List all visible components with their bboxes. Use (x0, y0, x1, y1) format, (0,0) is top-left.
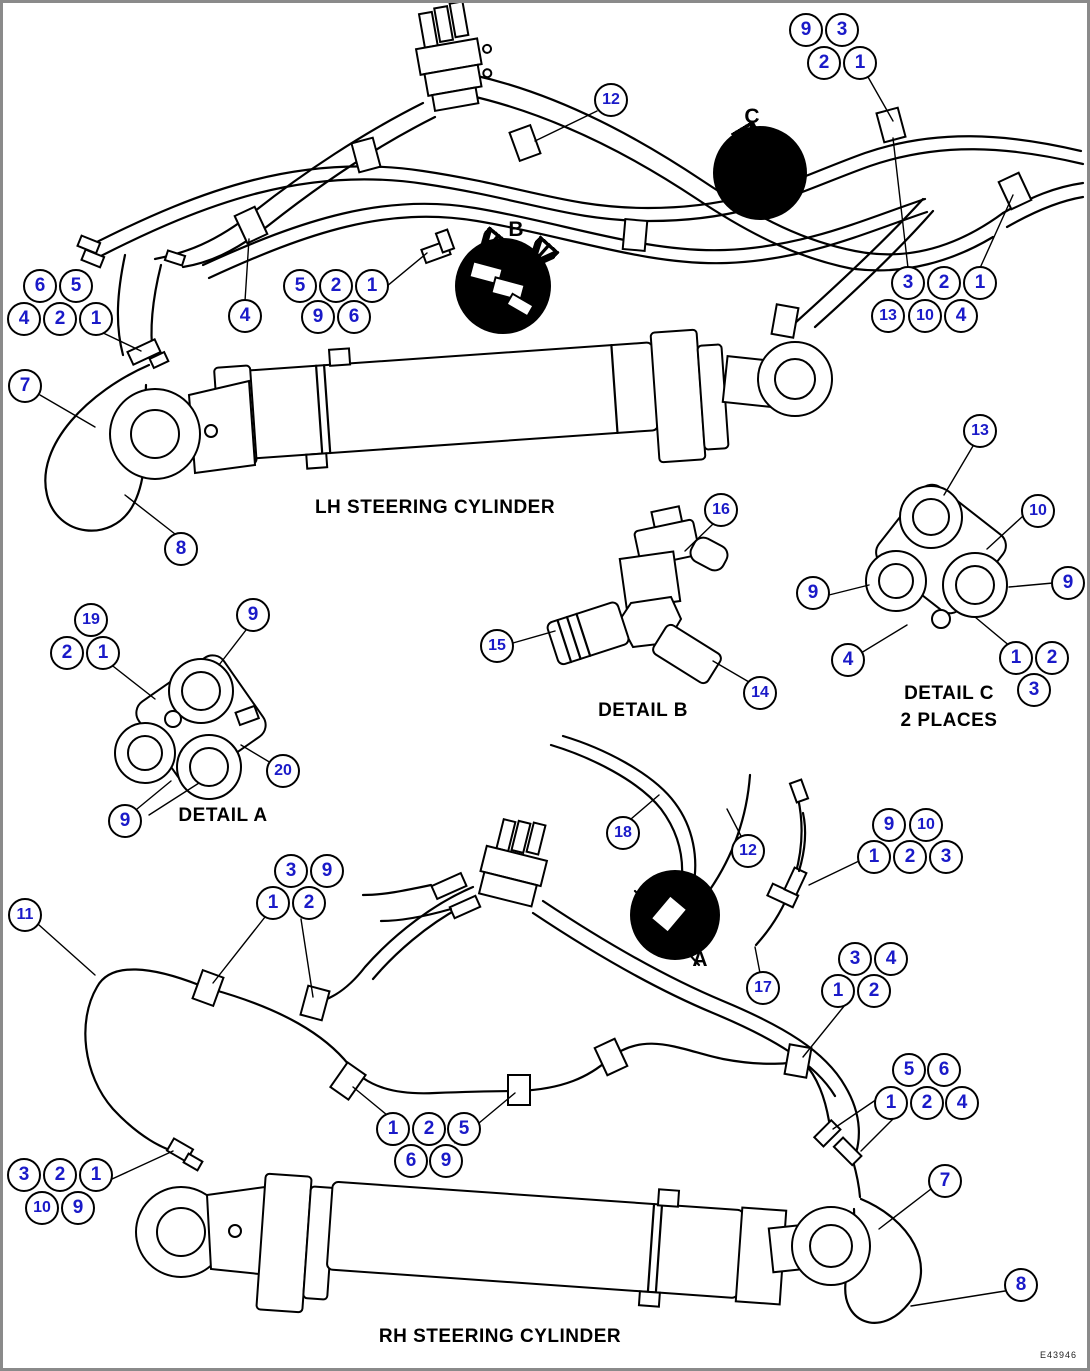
callout-balloon[interactable]: 6 (23, 269, 57, 303)
callout-balloon[interactable]: 1 (874, 1086, 908, 1120)
detail-a-art (114, 654, 267, 800)
detail-b-art (546, 505, 729, 685)
callout-balloon[interactable]: 4 (945, 1086, 979, 1120)
callout-balloon[interactable]: 2 (43, 1158, 77, 1192)
callout-balloon[interactable]: 9 (61, 1191, 95, 1225)
diagram-label: DETAIL C (904, 683, 994, 704)
callout-balloon[interactable]: 5 (283, 269, 317, 303)
callout-balloon[interactable]: 16 (704, 493, 738, 527)
callout-balloon[interactable]: 2 (857, 974, 891, 1008)
callout-balloon[interactable]: 2 (910, 1086, 944, 1120)
callout-balloon[interactable]: 18 (606, 816, 640, 850)
callout-balloon[interactable]: 3 (825, 13, 859, 47)
callout-balloon[interactable]: 2 (43, 302, 77, 336)
callout-balloon[interactable]: 17 (746, 971, 780, 1005)
callout-balloon[interactable]: 5 (447, 1112, 481, 1146)
callout-balloon[interactable]: 12 (594, 83, 628, 117)
callout-balloon[interactable]: 9 (796, 576, 830, 610)
callout-balloon[interactable]: 10 (1021, 494, 1055, 528)
callout-balloon[interactable]: 1 (79, 1158, 113, 1192)
diagram-label: DETAIL A (178, 805, 268, 826)
callout-balloon[interactable]: 4 (228, 299, 262, 333)
callout-balloon[interactable]: 8 (164, 532, 198, 566)
callout-balloon[interactable]: 2 (412, 1112, 446, 1146)
callout-balloon[interactable]: 1 (963, 266, 997, 300)
callout-balloon[interactable]: 8 (1004, 1268, 1038, 1302)
section-letter-b: B (508, 218, 524, 241)
callout-balloon[interactable]: 5 (892, 1053, 926, 1087)
callout-balloon[interactable]: 3 (1017, 673, 1051, 707)
callout-balloon[interactable]: 4 (7, 302, 41, 336)
callout-balloon[interactable]: 1 (857, 840, 891, 874)
callout-balloon[interactable]: 3 (838, 942, 872, 976)
callout-balloon[interactable]: 2 (50, 636, 84, 670)
callout-balloon[interactable]: 11 (8, 898, 42, 932)
callout-balloon[interactable]: 6 (394, 1144, 428, 1178)
rh-cylinder-art (135, 1172, 871, 1314)
lower-manifold (361, 817, 549, 923)
callout-balloon[interactable]: 9 (1051, 566, 1085, 600)
callout-balloon[interactable]: 15 (480, 629, 514, 663)
callout-balloon[interactable]: 6 (927, 1053, 961, 1087)
callout-balloon[interactable]: 3 (929, 840, 963, 874)
callout-balloon[interactable]: 2 (1035, 641, 1069, 675)
callout-balloon[interactable]: 1 (999, 641, 1033, 675)
lh-cylinder-art (109, 328, 833, 480)
callout-balloon[interactable]: 4 (874, 942, 908, 976)
callout-balloon[interactable]: 9 (429, 1144, 463, 1178)
callout-balloon[interactable]: 9 (236, 598, 270, 632)
diagram-label: 2 PLACES (900, 710, 998, 731)
callout-balloon[interactable]: 1 (79, 302, 113, 336)
callout-balloon[interactable]: 19 (74, 603, 108, 637)
callout-balloon[interactable]: 2 (292, 886, 326, 920)
callout-balloon[interactable]: 2 (319, 269, 353, 303)
callout-balloon[interactable]: 1 (86, 636, 120, 670)
callout-balloon[interactable]: 12 (731, 834, 765, 868)
callout-balloon[interactable]: 10 (909, 808, 943, 842)
callout-balloon[interactable]: 14 (743, 676, 777, 710)
lower-hose-runs (84, 734, 922, 1324)
callout-balloon[interactable]: 7 (928, 1164, 962, 1198)
callout-balloon[interactable]: 6 (337, 300, 371, 334)
callout-balloon[interactable]: 5 (59, 269, 93, 303)
callout-balloon[interactable]: 9 (310, 854, 344, 888)
section-letter-c: C (744, 105, 760, 128)
callout-balloon[interactable]: 13 (963, 414, 997, 448)
callout-balloon[interactable]: 13 (871, 299, 905, 333)
callout-balloon[interactable]: 4 (944, 299, 978, 333)
callout-balloon[interactable]: 9 (789, 13, 823, 47)
callout-balloon[interactable]: 3 (891, 266, 925, 300)
callout-balloon[interactable]: 7 (8, 369, 42, 403)
diagram-line-art (38, 3, 1085, 1324)
drawing-number: E43946 (1039, 1350, 1077, 1360)
callout-balloon[interactable]: 9 (872, 808, 906, 842)
section-letter-a: A (692, 948, 708, 971)
callout-balloon[interactable]: 3 (7, 1158, 41, 1192)
callout-balloon[interactable]: 9 (108, 804, 142, 838)
callout-balloon[interactable]: 2 (927, 266, 961, 300)
diagram-label: RH STEERING CYLINDER (378, 1326, 622, 1347)
detail-c-art (865, 483, 1008, 629)
callout-balloon[interactable]: 2 (807, 46, 841, 80)
top-manifold (414, 3, 493, 113)
section-arrows (483, 129, 755, 947)
callout-balloon[interactable]: 2 (893, 840, 927, 874)
callout-balloon[interactable]: 10 (25, 1191, 59, 1225)
callout-balloon[interactable]: 1 (256, 886, 290, 920)
leader-lines (38, 76, 1054, 1307)
callout-balloon[interactable]: 1 (355, 269, 389, 303)
callout-balloon[interactable]: 1 (376, 1112, 410, 1146)
callout-balloon[interactable]: 1 (821, 974, 855, 1008)
diagram-label: LH STEERING CYLINDER (314, 497, 556, 518)
diagram-label: DETAIL B (598, 700, 688, 721)
callout-balloon[interactable]: 3 (274, 854, 308, 888)
callout-balloon[interactable]: 10 (908, 299, 942, 333)
callout-balloon[interactable]: 4 (831, 643, 865, 677)
callout-balloon[interactable]: 9 (301, 300, 335, 334)
callout-balloon[interactable]: 1 (843, 46, 877, 80)
callout-balloon[interactable]: 20 (266, 754, 300, 788)
